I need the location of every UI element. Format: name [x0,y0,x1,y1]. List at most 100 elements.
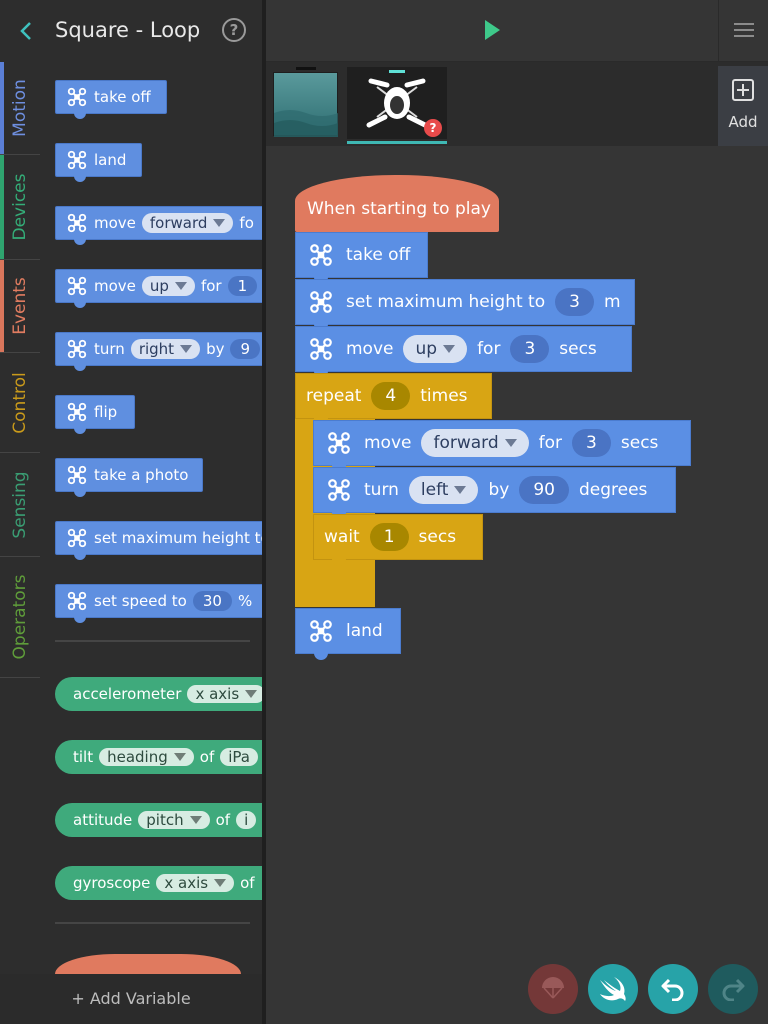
redo-button[interactable] [708,964,758,1014]
event-hat-block[interactable]: When starting to play [295,175,499,232]
duration-input[interactable]: 3 [572,429,611,457]
take-off-block[interactable]: take off [295,232,428,284]
block-label: set maximum height to [346,292,546,312]
palette-block-flip[interactable]: flip [55,395,135,434]
dropdown-value: left [420,480,449,500]
block-label: move [94,277,136,295]
palette-block-move-up[interactable]: move up for 1 [55,269,262,308]
block-label: repeat [306,386,362,406]
palette-block-tilt[interactable]: tilt heading of iPa [55,740,262,774]
attitude-dropdown[interactable]: pitch [138,811,210,829]
number-input[interactable]: 1 [227,276,258,296]
set-max-height-block[interactable]: set maximum height to 3 m [295,279,635,331]
tab-devices[interactable]: Devices [0,155,40,260]
drone-icon [366,70,428,128]
unit-label: m [603,292,621,312]
device-dropdown[interactable]: i [236,811,257,829]
land-block[interactable]: land [295,608,401,660]
divider [55,640,250,642]
block-label: tilt [73,748,94,766]
chevron-down-icon [245,690,258,698]
direction-dropdown[interactable]: forward [141,213,234,233]
block-label: set maximum height to [94,529,262,547]
palette-block-gyroscope[interactable]: gyroscope x axis of [55,866,262,900]
dropdown-value: forward [149,214,208,232]
drone-icon [67,402,87,422]
undo-button[interactable] [648,964,698,1014]
direction-dropdown[interactable]: up [141,276,195,296]
plus-icon [732,79,754,101]
hamburger-icon[interactable] [718,0,768,62]
block-label: of [215,811,231,829]
divider [55,922,250,924]
dropdown-value: x axis [164,874,209,892]
block-label: turn [364,480,399,500]
palette-block-take-off[interactable]: take off [55,80,167,119]
block-label: of [199,748,215,766]
tab-events[interactable]: Events [0,260,40,353]
chevron-down-icon [174,282,187,290]
direction-dropdown[interactable]: left [408,476,479,504]
palette-block-attitude[interactable]: attitude pitch of i [55,803,262,837]
chevron-down-icon [214,879,227,887]
direction-dropdown[interactable]: right [130,339,201,359]
repeat-block[interactable]: repeat 4 times [295,373,492,425]
block-label: set speed to [94,592,187,610]
palette-block-set-max-height[interactable]: set maximum height to [55,521,262,560]
block-label: When starting to play [307,199,491,219]
repeat-count-input[interactable]: 4 [371,382,411,410]
block-label: for [538,433,563,453]
direction-dropdown[interactable]: up [403,335,468,363]
swift-button[interactable] [588,964,638,1014]
help-icon[interactable]: ? [222,18,246,42]
emergency-parachute-button[interactable] [528,964,578,1014]
block-label: attitude [73,811,133,829]
wait-seconds-input[interactable]: 1 [369,523,409,551]
drone-icon [328,479,350,501]
move-up-block[interactable]: move up for 3 secs [295,326,632,378]
number-input[interactable]: 30 [192,591,232,611]
chevron-down-icon [443,345,456,353]
palette-block-take-photo[interactable]: take a photo [55,458,203,497]
palette-block-move-forward[interactable]: move forward fo [55,206,262,245]
block-label: flip [94,403,118,421]
direction-dropdown[interactable]: forward [421,429,529,457]
tilt-dropdown[interactable]: heading [99,748,194,766]
axis-dropdown[interactable]: x axis [187,685,262,703]
palette-block-land[interactable]: land [55,143,142,182]
stage-thumbnail[interactable] [273,72,338,137]
number-input[interactable]: 9 [230,339,261,359]
unit-label: secs [418,527,457,547]
palette-block-set-speed[interactable]: set speed to 30 % [55,584,262,623]
drone-icon [310,244,332,266]
angle-input[interactable]: 90 [519,476,569,504]
tab-operators[interactable]: Operators [0,557,40,678]
tab-sensing[interactable]: Sensing [0,453,40,557]
block-label: take off [346,245,411,265]
height-input[interactable]: 3 [555,288,594,316]
chevron-down-icon [213,219,226,227]
add-sprite-button[interactable]: Add [718,66,768,146]
palette-block-turn[interactable]: turn right by 9 [55,332,262,371]
wait-block[interactable]: wait 1 secs [313,514,483,566]
dropdown-value: forward [433,433,499,453]
drone-icon [67,87,87,107]
unit-label: secs [559,339,597,359]
add-variable-button[interactable]: + Add Variable [0,974,262,1024]
axis-dropdown[interactable]: x axis [156,874,235,892]
block-palette: Square - Loop ? Motion Devices Events Co… [0,0,262,1024]
move-forward-block[interactable]: move forward for 3 secs [313,420,691,472]
tab-control[interactable]: Control [0,353,40,453]
tab-events-label: Events [10,277,30,335]
duration-input[interactable]: 3 [510,335,550,363]
palette-block-accelerometer[interactable]: accelerometer x axis [55,677,262,711]
unit-label: degrees [578,480,648,500]
tab-motion[interactable]: Motion [0,62,40,155]
play-icon[interactable] [483,19,501,41]
chevron-left-icon[interactable] [18,20,34,42]
device-dropdown[interactable]: iPa [220,748,258,766]
block-label: accelerometer [73,685,182,703]
block-label: land [346,621,383,641]
turn-left-block[interactable]: turn left by 90 degrees [313,467,676,519]
tab-operators-label: Operators [10,574,30,660]
